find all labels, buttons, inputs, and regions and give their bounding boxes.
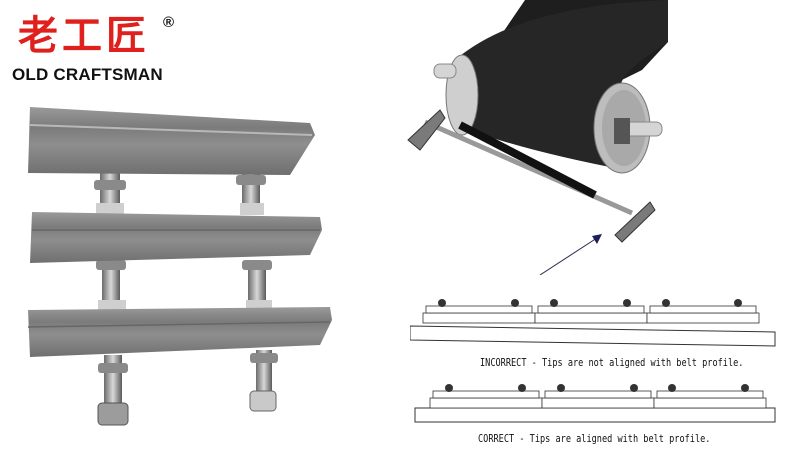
incorrect-caption: INCORRECT - Tips are not aligned with be…: [480, 356, 744, 369]
conveyor-diagram: [407, 0, 668, 275]
incorrect-profile-diagram: [410, 299, 776, 347]
correct-profile-diagram: [414, 384, 776, 423]
blade-2: [30, 212, 322, 263]
blade-3: [28, 307, 332, 357]
brand-english-name: OLD CRAFTSMAN: [12, 65, 163, 84]
brand-chinese-name: 老工匠: [18, 12, 150, 59]
brand-logo: 老工匠 ® OLD CRAFTSMAN: [10, 10, 190, 85]
bolt-group: [94, 170, 278, 426]
blade-1: [28, 107, 315, 175]
correct-caption: CORRECT - Tips are aligned with belt pro…: [478, 432, 711, 445]
registered-trademark-icon: ®: [163, 14, 175, 31]
product-photo: [27, 107, 332, 426]
